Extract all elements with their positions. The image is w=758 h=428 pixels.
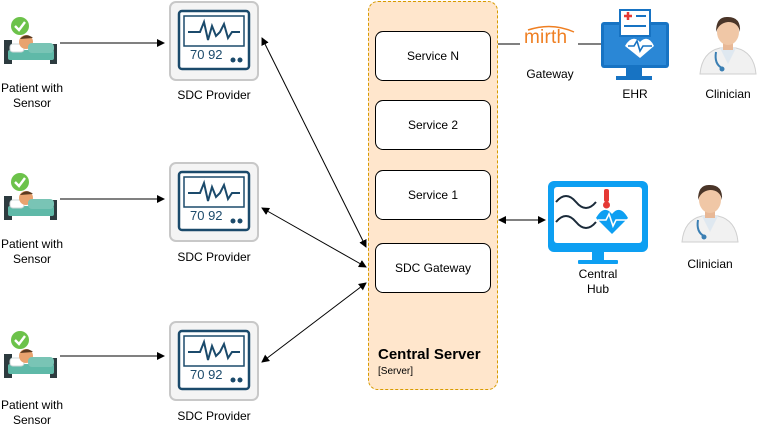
provider-3-label: SDC Provider [177, 409, 251, 423]
clinician-avatar-icon [681, 183, 739, 243]
patient-bed-icon [2, 329, 59, 380]
provider-2-label: SDC Provider [177, 250, 251, 264]
provider-3-gateway-arrow [261, 282, 367, 363]
central-hub-label: Central Hub [578, 267, 618, 296]
provider-3-screen-values: 70 92 [190, 367, 223, 382]
provider-1-screen-values: 70 92 [190, 47, 223, 62]
patient-3-label: Patient with Sensor [0, 398, 64, 427]
gateway-label: Gateway [526, 67, 574, 81]
clinician-2-label: Clinician [687, 257, 733, 271]
ehr-label: EHR [622, 87, 648, 101]
sdc-gateway-box[interactable]: SDC Gateway [375, 243, 491, 293]
central-hub-monitor-icon [548, 181, 648, 264]
service-2-box[interactable]: Service 2 [375, 100, 491, 150]
patient-1-label: Patient with Sensor [0, 81, 64, 110]
ehr-computer-icon [601, 9, 669, 80]
central-server-subtitle: [Server] [378, 366, 414, 377]
patient-bed-icon [2, 171, 59, 222]
central-server-title: Central Server [378, 346, 481, 363]
sdc-provider-monitor-icon [168, 320, 260, 402]
sdc-provider-monitor-icon [168, 161, 260, 243]
sdc-provider-monitor-icon [168, 0, 260, 82]
provider-1-gateway-arrow [261, 37, 367, 248]
patient-bed-icon [2, 15, 59, 66]
clinician-1-label: Clinician [705, 87, 751, 101]
clinician-avatar-icon [699, 15, 757, 75]
provider-2-screen-values: 70 92 [190, 208, 223, 223]
patient-2-label: Patient with Sensor [0, 237, 64, 266]
service-n-box[interactable]: Service N [375, 31, 491, 81]
service-1-box[interactable]: Service 1 [375, 170, 491, 220]
mirth-swoosh-icon [527, 25, 575, 33]
provider-2-gateway-arrow [261, 207, 367, 268]
provider-1-label: SDC Provider [177, 88, 251, 102]
mirth-logo: mirth [524, 27, 568, 48]
